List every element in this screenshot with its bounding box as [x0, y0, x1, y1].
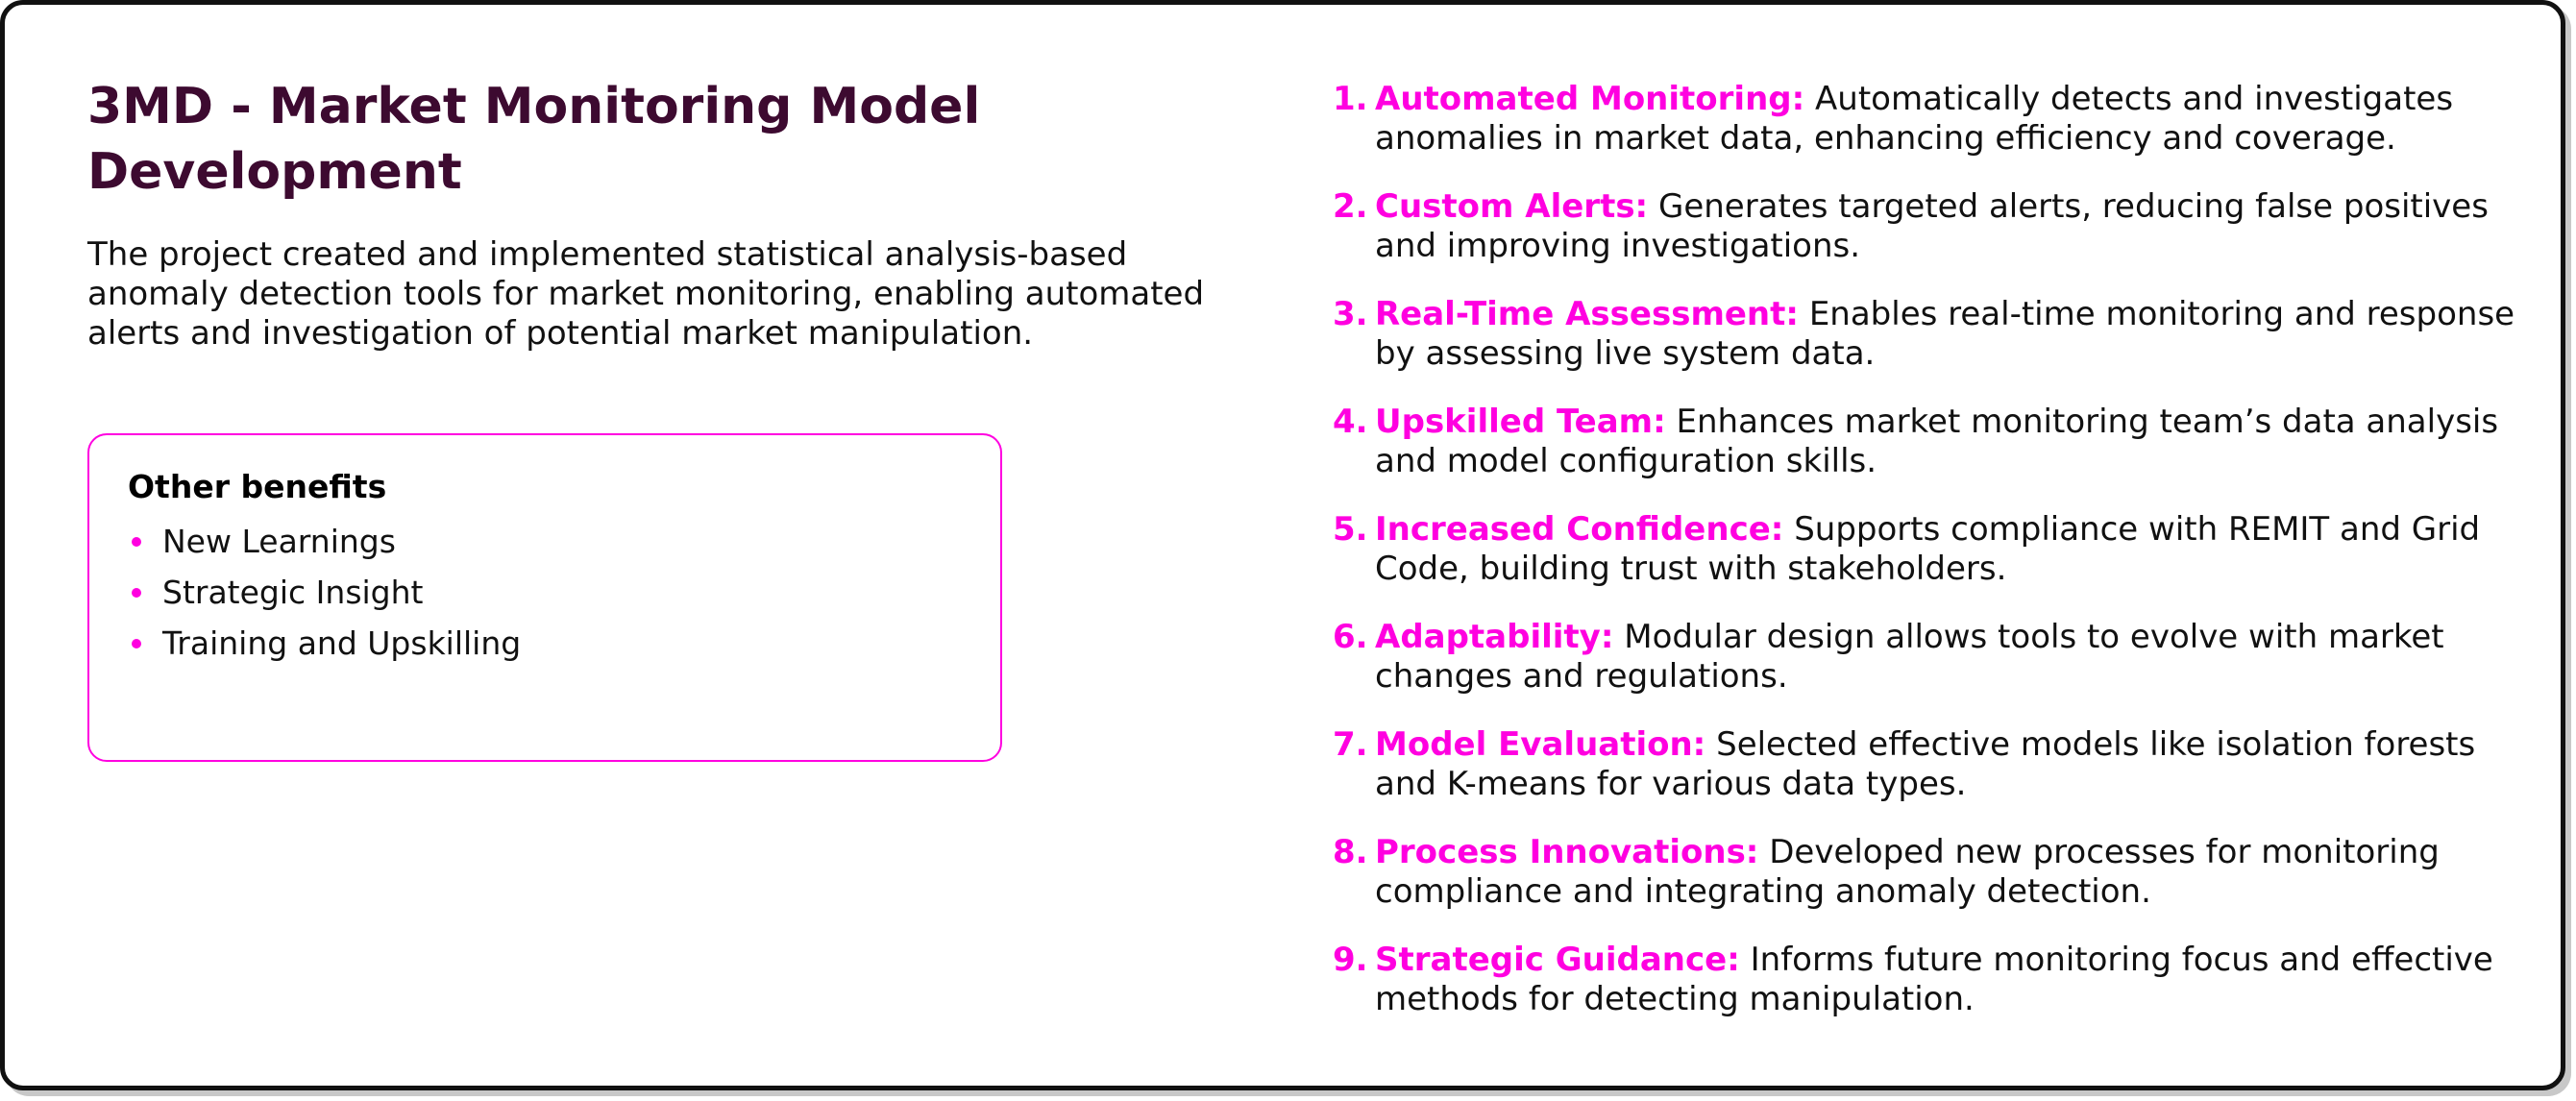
- point-number: 7.: [1333, 725, 1368, 764]
- point-number: 8.: [1333, 833, 1368, 871]
- point-number: 9.: [1333, 941, 1368, 979]
- point-number: 1.: [1333, 80, 1368, 118]
- point-heading: Adaptability:: [1375, 618, 1614, 656]
- point-text: Enables real-time monitoring and respons…: [1375, 295, 2515, 373]
- point-model-evaluation: 7. Model Evaluation: Selected effective …: [1331, 725, 2522, 804]
- point-number: 2.: [1333, 187, 1368, 226]
- point-text: Modular design allows tools to evolve wi…: [1375, 618, 2444, 696]
- list-item: Strategic Insight: [128, 567, 962, 618]
- point-adaptability: 6. Adaptability: Modular design allows t…: [1331, 618, 2522, 697]
- point-number: 4.: [1333, 403, 1368, 441]
- point-heading: Process Innovations:: [1375, 833, 1759, 871]
- point-text: Generates targeted alerts, reducing fals…: [1375, 187, 2489, 265]
- point-number: 5.: [1333, 510, 1368, 549]
- point-number: 6.: [1333, 618, 1368, 656]
- list-item: Training and Upskilling: [128, 618, 962, 669]
- point-real-time-assessment: 3. Real-Time Assessment: Enables real-ti…: [1331, 295, 2522, 374]
- point-increased-confidence: 5. Increased Confidence: Supports compli…: [1331, 510, 2522, 589]
- point-text: Automatically detects and investigates a…: [1375, 80, 2454, 158]
- benefit-label: Training and Upskilling: [162, 624, 522, 662]
- point-number: 3.: [1333, 295, 1368, 333]
- bullet-icon: [132, 639, 141, 648]
- point-custom-alerts: 2. Custom Alerts: Generates targeted ale…: [1331, 187, 2522, 266]
- point-heading: Real-Time Assessment:: [1375, 295, 1799, 333]
- numbered-points-list: 1. Automated Monitoring: Automatically d…: [1331, 80, 2522, 1048]
- point-process-innovations: 8. Process Innovations: Developed new pr…: [1331, 833, 2522, 912]
- left-column: 3MD - Market Monitoring Model Developmen…: [87, 74, 1240, 354]
- benefits-list: New Learnings Strategic Insight Training…: [128, 516, 962, 669]
- point-heading: Upskilled Team:: [1375, 403, 1666, 441]
- point-text: Enhances market monitoring team’s data a…: [1375, 403, 2499, 480]
- point-text: Supports compliance with REMIT and Grid …: [1375, 510, 2481, 588]
- page-title: 3MD - Market Monitoring Model Developmen…: [87, 78, 981, 201]
- benefit-label: Strategic Insight: [162, 574, 424, 611]
- point-automated-monitoring: 1. Automated Monitoring: Automatically d…: [1331, 80, 2522, 159]
- point-text: Selected effective models like isolation…: [1375, 725, 2476, 803]
- point-heading: Model Evaluation:: [1375, 725, 1706, 764]
- point-heading: Automated Monitoring:: [1375, 80, 1805, 118]
- point-heading: Custom Alerts:: [1375, 187, 1649, 226]
- benefit-label: New Learnings: [162, 523, 396, 560]
- point-heading: Strategic Guidance:: [1375, 941, 1740, 979]
- project-description: The project created and implemented stat…: [87, 235, 1205, 353]
- bullet-icon: [132, 588, 141, 598]
- list-item: New Learnings: [128, 516, 962, 567]
- bullet-icon: [132, 537, 141, 547]
- benefits-heading: Other benefits: [128, 468, 387, 505]
- point-strategic-guidance: 9. Strategic Guidance: Informs future mo…: [1331, 941, 2522, 1019]
- point-text: Informs future monitoring focus and effe…: [1375, 941, 2493, 1018]
- point-text: Developed new processes for monitoring c…: [1375, 833, 2440, 911]
- point-upskilled-team: 4. Upskilled Team: Enhances market monit…: [1331, 403, 2522, 481]
- other-benefits-box: Other benefits New Learnings Strategic I…: [87, 433, 1002, 762]
- point-heading: Increased Confidence:: [1375, 510, 1784, 549]
